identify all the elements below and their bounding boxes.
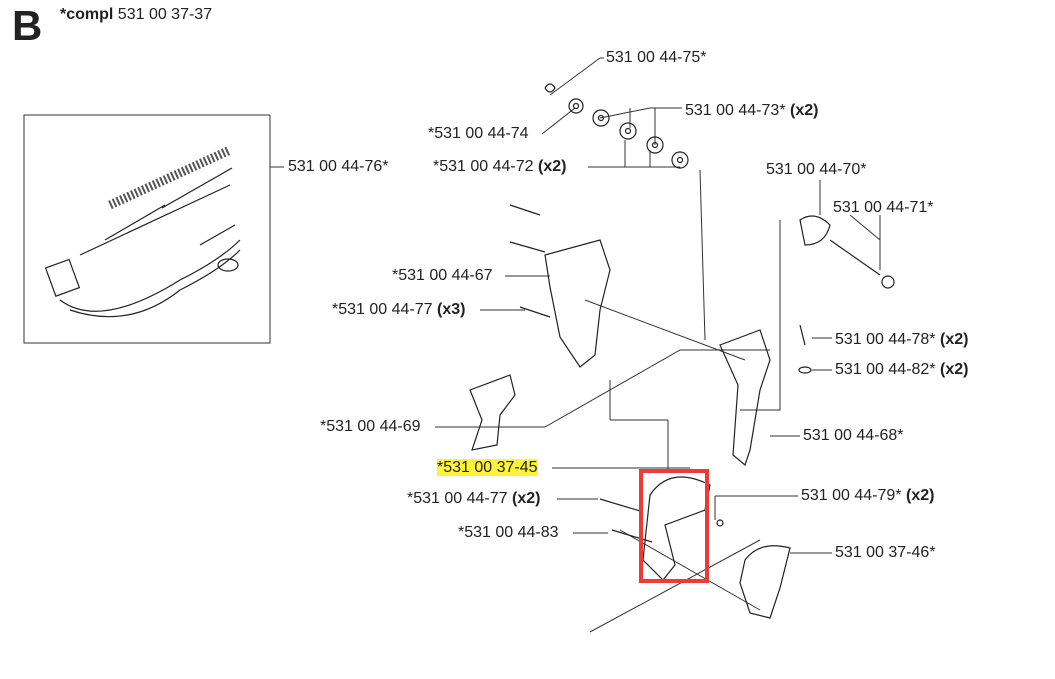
part-label-531-00-44-75[interactable]: 531 00 44-75* — [606, 49, 707, 67]
washer-stack — [544, 83, 689, 169]
part-label-531-00-44-69[interactable]: *531 00 44-69 — [320, 418, 421, 436]
part-quantity: (x3) — [436, 301, 466, 318]
part-label-531-00-44-77-x2[interactable]: *531 00 44-77 (x2) — [407, 490, 540, 508]
wire-kit — [44, 145, 241, 318]
selection-highlight-box — [639, 469, 709, 583]
assembly-number: *compl 531 00 37-37 — [60, 6, 213, 23]
part-number: 531 00 44-78* — [835, 331, 936, 348]
part-quantity: (x2) — [905, 487, 935, 504]
part-number: 531 00 44-71* — [833, 199, 934, 216]
part-number: 531 00 44-73* — [685, 102, 786, 119]
part-quantity: (x2) — [789, 102, 819, 119]
part-number: *531 00 44-72 — [433, 158, 534, 175]
part-label-531-00-44-82[interactable]: 531 00 44-82* (x2) — [835, 361, 968, 379]
leader-lines — [23, 57, 881, 633]
part-number: *531 00 44-67 — [392, 267, 493, 284]
part-label-531-00-44-70[interactable]: 531 00 44-70* — [766, 161, 867, 179]
trigger — [469, 374, 516, 451]
part-label-531-00-37-45-highlighted[interactable]: *531 00 37-45 — [437, 459, 538, 477]
part-number: *531 00 44-74 — [428, 125, 529, 142]
part-number: 531 00 44-68* — [803, 427, 904, 444]
part-label-531-00-44-71[interactable]: 531 00 44-71* — [833, 199, 934, 217]
part-number: 531 00 37-46* — [835, 544, 936, 561]
part-label-531-00-44-76[interactable]: 531 00 44-76* — [288, 158, 389, 176]
part-number: *531 00 44-77 — [407, 490, 508, 507]
part-quantity: (x2) — [511, 490, 541, 507]
part-label-531-00-44-73[interactable]: 531 00 44-73* (x2) — [685, 102, 818, 120]
part-label-531-00-44-78[interactable]: 531 00 44-78* (x2) — [835, 331, 968, 349]
part-label-531-00-44-72[interactable]: *531 00 44-72 (x2) — [433, 158, 566, 176]
part-number: *531 00 44-77 — [332, 301, 433, 318]
part-label-531-00-44-74[interactable]: *531 00 44-74 — [428, 125, 529, 143]
part-quantity: (x2) — [939, 361, 969, 378]
part-label-531-00-44-68[interactable]: 531 00 44-68* — [803, 427, 904, 445]
section-letter: B — [12, 2, 43, 49]
part-label-531-00-44-67[interactable]: *531 00 44-67 — [392, 267, 493, 285]
part-number: *531 00 37-45 — [437, 459, 538, 476]
part-number: 531 00 44-76* — [288, 158, 389, 175]
handle-right — [719, 215, 895, 467]
part-quantity: (x2) — [537, 158, 567, 175]
part-number: *531 00 44-69 — [320, 418, 421, 435]
part-number: 531 00 44-82* — [835, 361, 936, 378]
part-number: 531 00 44-79* — [801, 487, 902, 504]
part-number: 531 00 44-70* — [766, 161, 867, 178]
part-label-531-00-44-77-x3[interactable]: *531 00 44-77 (x3) — [332, 301, 465, 319]
part-quantity: (x2) — [939, 331, 969, 348]
part-label-531-00-44-83[interactable]: *531 00 44-83 — [458, 524, 559, 542]
part-number: 531 00 44-75* — [606, 49, 707, 66]
part-label-531-00-37-46[interactable]: 531 00 37-46* — [835, 544, 936, 562]
part-number: *531 00 44-83 — [458, 524, 559, 541]
part-label-531-00-44-79[interactable]: 531 00 44-79* (x2) — [801, 487, 934, 505]
clamp-assembly — [599, 476, 791, 619]
handle-left — [509, 204, 611, 368]
